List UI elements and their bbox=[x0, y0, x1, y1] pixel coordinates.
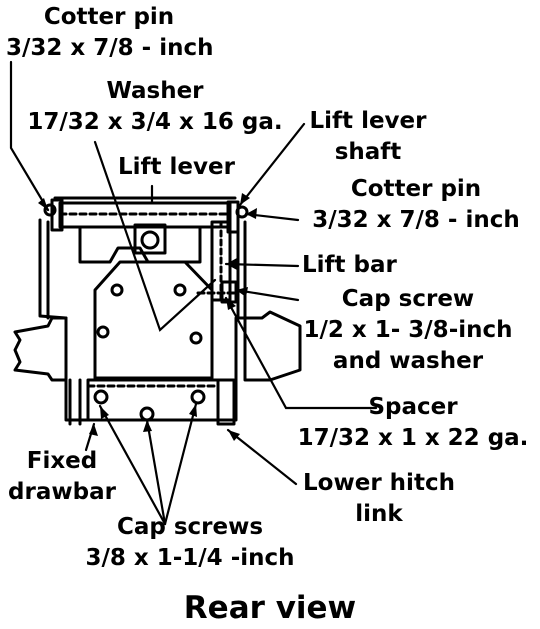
arrowhead-lower-hitch-link bbox=[228, 430, 240, 441]
leader-spacer bbox=[224, 296, 378, 410]
leader-lift-bar bbox=[224, 262, 300, 268]
label-cap-screws: Cap screws 3/8 x 1-1/4 -inch bbox=[85, 514, 295, 571]
arrowhead-cap-screws-mid bbox=[143, 420, 152, 432]
arrowhead-spacer bbox=[226, 298, 236, 310]
arrowhead-cap-screw bbox=[236, 287, 248, 297]
leader-lower-hitch-link bbox=[226, 428, 298, 486]
leader-cotter-pin-left bbox=[9, 60, 50, 212]
label-lift-bar: Lift bar bbox=[302, 252, 397, 278]
figure-caption: Rear view bbox=[183, 590, 357, 626]
leader-cap-screws-left bbox=[98, 404, 167, 526]
left-cotter-pin bbox=[43, 203, 57, 217]
leader-cap-screws-mid bbox=[145, 418, 167, 526]
arrowhead-fixed-drawbar bbox=[89, 424, 98, 436]
lower-hitch-link bbox=[216, 378, 236, 426]
arrowhead-lift-lever-shaft bbox=[240, 193, 250, 205]
label-lower-hitch-link: Lower hitch link bbox=[303, 470, 455, 527]
leader-cap-screws-right bbox=[163, 402, 198, 526]
arrowhead-cap-screws-left bbox=[100, 406, 109, 419]
center-plate bbox=[93, 260, 214, 380]
label-fixed-drawbar: Fixed drawbar bbox=[8, 448, 116, 505]
label-lift-lever: Lift lever bbox=[118, 154, 235, 180]
arrowhead-cotter-pin-left bbox=[38, 198, 48, 210]
leader-lift-lever-shaft bbox=[238, 122, 306, 207]
arrowhead-cotter-pin-right bbox=[246, 208, 257, 219]
right-frame-stub bbox=[243, 310, 302, 382]
label-cotter-pin-left: Cotter pin 3/32 x 7/8 - inch bbox=[6, 4, 214, 61]
arrowhead-lift-bar bbox=[226, 258, 237, 270]
arrowhead-cap-screws-right bbox=[189, 404, 197, 417]
label-spacer: Spacer 17/32 x 1 x 22 ga. bbox=[297, 394, 529, 451]
label-cap-screw: Cap screw 1/2 x 1- 3/8-inch and washer bbox=[303, 286, 513, 374]
label-cotter-pin-right: Cotter pin 3/32 x 7/8 - inch bbox=[312, 176, 520, 233]
label-washer: Washer 17/32 x 3/4 x 16 ga. bbox=[27, 78, 283, 135]
label-lift-lever-shaft: Lift lever shaft bbox=[309, 108, 427, 165]
left-frame-stub bbox=[13, 316, 68, 382]
lift-lever bbox=[78, 225, 202, 264]
leader-washer bbox=[93, 140, 217, 332]
